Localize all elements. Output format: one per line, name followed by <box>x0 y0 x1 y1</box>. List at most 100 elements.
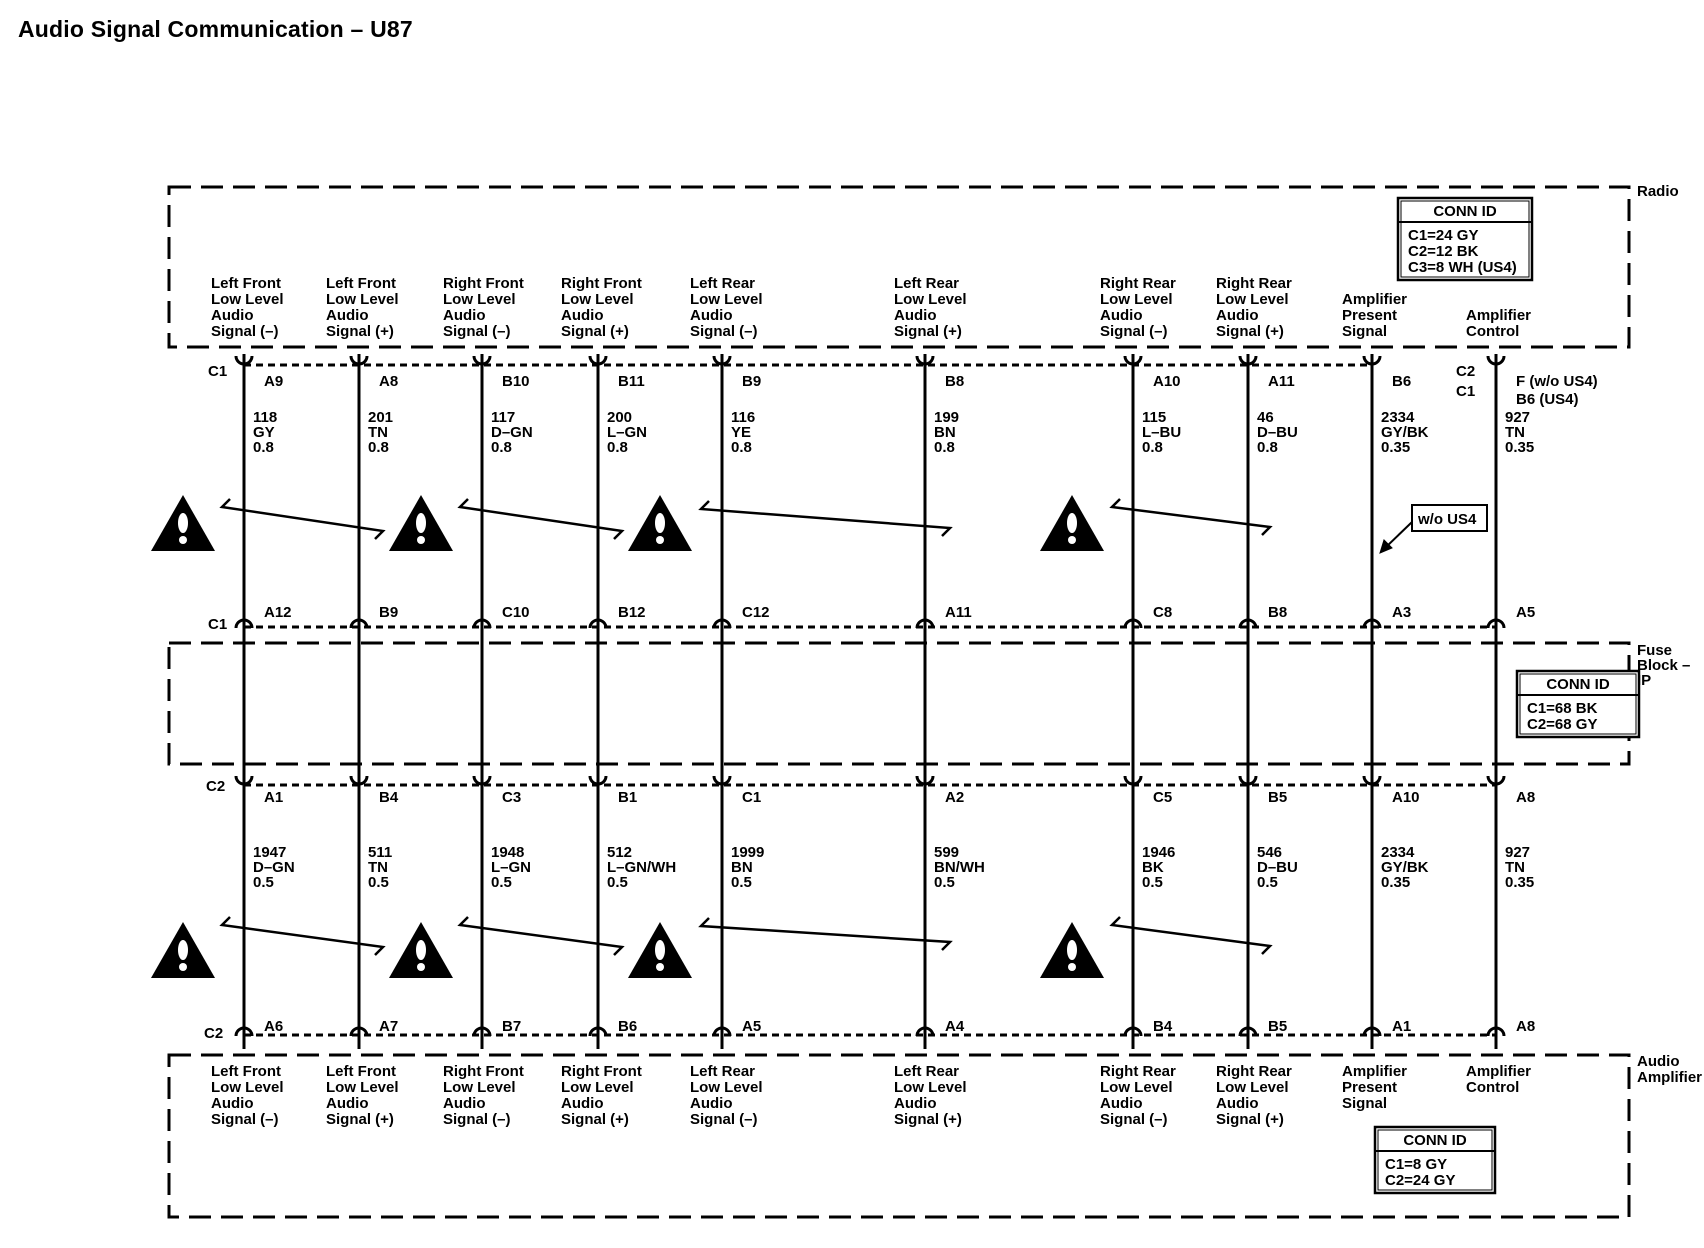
amp-conn-id-heading: CONN ID <box>1403 1132 1467 1149</box>
amp-signal-label: Left Front <box>211 1063 281 1080</box>
amp-signal-label: Signal <box>1342 1095 1387 1112</box>
warning-exclaim <box>655 513 665 533</box>
amp-signal-label: Amplifier <box>1466 1063 1531 1080</box>
radio-signal-label: Low Level <box>326 291 399 308</box>
warning-dot <box>1068 963 1076 971</box>
connector-cup <box>588 1026 608 1037</box>
radio-ctrl-c2-label: C2 <box>1456 363 1475 380</box>
radio-conn-id-line: C2=12 BK <box>1408 243 1479 260</box>
amp-signal-label: Audio <box>894 1095 937 1112</box>
fuse-top-c1-label: C1 <box>208 616 227 633</box>
amp-signal-label: Control <box>1466 1079 1519 1096</box>
fuse-top-pin: A5 <box>1516 604 1535 621</box>
upper-wire-info: 116 <box>731 409 755 426</box>
radio-signal-label: Low Level <box>1100 291 1173 308</box>
fuse-bottom-pin: A2 <box>945 789 964 806</box>
amp-signal-label: Signal (+) <box>1216 1111 1284 1128</box>
radio-pin: A11 <box>1268 373 1295 390</box>
lower-wire-info: 511 <box>368 844 392 861</box>
amp-signal-label: Right Rear <box>1100 1063 1176 1080</box>
fuse-bottom-pin: A10 <box>1392 789 1420 806</box>
warning-dot <box>656 536 664 544</box>
lower-wire-info: L–GN/WH <box>607 859 676 876</box>
warning-dot <box>179 963 187 971</box>
upper-wire-info: 2334 <box>1381 409 1415 426</box>
connector-cup <box>1486 618 1506 629</box>
twisted-pair-marker <box>457 498 625 540</box>
radio-signal-label: Audio <box>690 307 733 324</box>
radio-signal-label: Right Front <box>561 275 642 292</box>
radio-signal-label: Audio <box>1216 307 1259 324</box>
lower-wire-info: 0.5 <box>1257 874 1278 891</box>
twisted-pair-marker <box>457 916 625 956</box>
radio-pin: B9 <box>742 373 761 390</box>
connector-cup <box>1486 1026 1506 1037</box>
connector-cup <box>349 1026 369 1037</box>
connector-cup <box>234 618 254 629</box>
upper-wire-info: 115 <box>1142 409 1166 426</box>
fuse-top-pin: C10 <box>502 604 530 621</box>
amp-signal-label: Signal (–) <box>1100 1111 1168 1128</box>
warning-dot <box>417 963 425 971</box>
radio-signal-label: Low Level <box>561 291 634 308</box>
radio-c1-label: C1 <box>208 363 227 380</box>
connector-cup <box>472 618 492 629</box>
amp-signal-label: Amplifier <box>1342 1063 1407 1080</box>
radio-conn-id-inner <box>1400 200 1530 278</box>
radio-signal-label: Signal (+) <box>1216 323 1284 340</box>
warning-dot <box>179 536 187 544</box>
radio-signal-label: Amplifier <box>1466 307 1531 324</box>
radio-pin: B8 <box>945 373 964 390</box>
upper-wire-info: 0.8 <box>731 439 752 456</box>
radio-pin: A10 <box>1153 373 1181 390</box>
radio-signal-label: Signal (–) <box>690 323 758 340</box>
amp-signal-label: Audio <box>1216 1095 1259 1112</box>
radio-signal-label: Left Front <box>326 275 396 292</box>
radio-signal-label: Right Front <box>443 275 524 292</box>
connector-cup <box>712 1026 732 1037</box>
amp-conn-id-box <box>1373 1125 1497 1195</box>
fuse-conn-id-line: C1=68 BK <box>1527 700 1598 717</box>
upper-wire-info: L–BU <box>1142 424 1181 441</box>
upper-wire-info: 200 <box>607 409 632 426</box>
upper-wire-info: D–GN <box>491 424 533 441</box>
upper-wire-info: 0.8 <box>1257 439 1278 456</box>
radio-signal-label: Signal (+) <box>894 323 962 340</box>
warning-exclaim <box>655 940 665 960</box>
amp-signal-label: Audio <box>561 1095 604 1112</box>
amp-signal-label: Right Front <box>561 1063 642 1080</box>
connector-cup <box>472 1026 492 1037</box>
fuse-bottom-pin: B4 <box>379 789 399 806</box>
twisted-pair-marker <box>219 498 386 540</box>
lower-wire-info: 0.5 <box>731 874 752 891</box>
upper-wire-info: 201 <box>368 409 393 426</box>
fuse-top-pin: C12 <box>742 604 770 621</box>
fuse-top-pin: A11 <box>945 604 972 621</box>
fuse-bottom-c2-label: C2 <box>206 778 225 795</box>
amp-signal-label: Low Level <box>1216 1079 1289 1096</box>
note-arrow-line <box>1384 521 1413 549</box>
lower-wire-info: 927 <box>1505 844 1530 861</box>
amp-signal-label: Signal (+) <box>561 1111 629 1128</box>
amp-signal-label: Audio <box>211 1095 254 1112</box>
warning-dot <box>417 536 425 544</box>
fuse-conn-id-heading: CONN ID <box>1546 676 1610 693</box>
radio-signal-label: Audio <box>326 307 369 324</box>
lower-wire-info: 0.5 <box>1142 874 1163 891</box>
connector-cup <box>1362 618 1382 629</box>
lower-wire-info: 1946 <box>1142 844 1175 861</box>
amp-signal-label: Low Level <box>894 1079 967 1096</box>
amplifier-title: Audio <box>1637 1053 1680 1070</box>
amp-signal-label: Right Rear <box>1216 1063 1292 1080</box>
radio-conn-id-box <box>1396 196 1534 282</box>
fuse-block-title: Fuse <box>1637 642 1672 659</box>
lower-wire-info: 0.5 <box>253 874 274 891</box>
note-wo-us4-box <box>1411 504 1488 532</box>
fuse-conn-id-inner <box>1519 673 1637 735</box>
radio-signal-label: Right Rear <box>1100 275 1176 292</box>
fuse-bottom-pin: C5 <box>1153 789 1172 806</box>
upper-wire-info: 0.8 <box>607 439 628 456</box>
radio-signal-label: Audio <box>561 307 604 324</box>
amp-pin: B7 <box>502 1018 521 1035</box>
upper-wire-info: 927 <box>1505 409 1530 426</box>
